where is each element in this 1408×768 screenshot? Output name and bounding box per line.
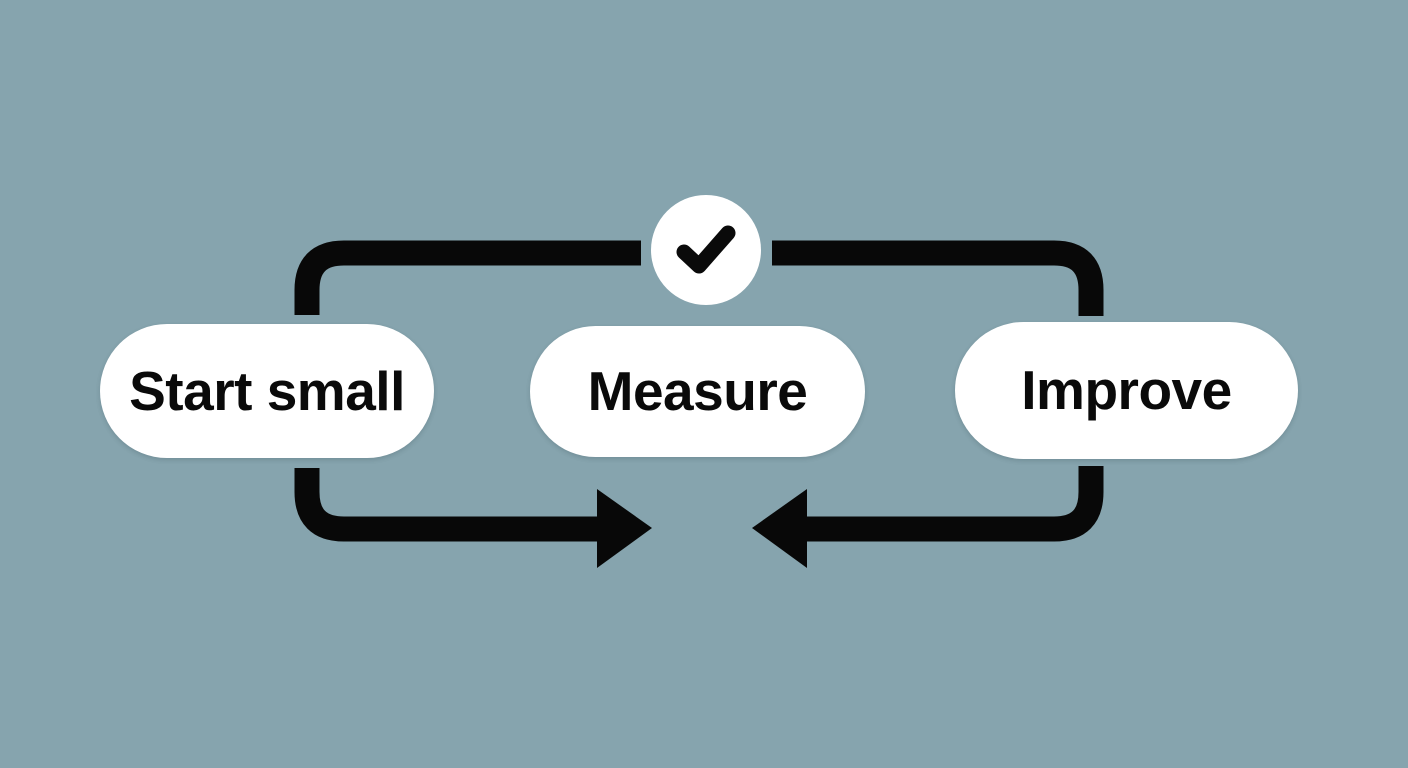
connector-bottom-left-arrow-shaft	[294, 468, 606, 542]
connector-top-left-elbow	[294, 240, 641, 315]
check-badge	[651, 195, 761, 305]
node-improve[interactable]: Improve	[955, 322, 1298, 459]
node-measure[interactable]: Measure	[530, 326, 865, 457]
check-icon	[676, 225, 736, 274]
arrowhead-left-icon	[752, 489, 807, 568]
node-improve-label: Improve	[1021, 359, 1232, 421]
connector-top-right-elbow	[772, 240, 1104, 316]
arrowhead-right-icon	[597, 489, 652, 568]
node-start-small-label: Start small	[129, 359, 405, 422]
node-measure-label: Measure	[587, 360, 808, 422]
connector-bottom-right-arrow-shaft	[798, 466, 1104, 542]
node-start-small[interactable]: Start small	[100, 324, 434, 458]
